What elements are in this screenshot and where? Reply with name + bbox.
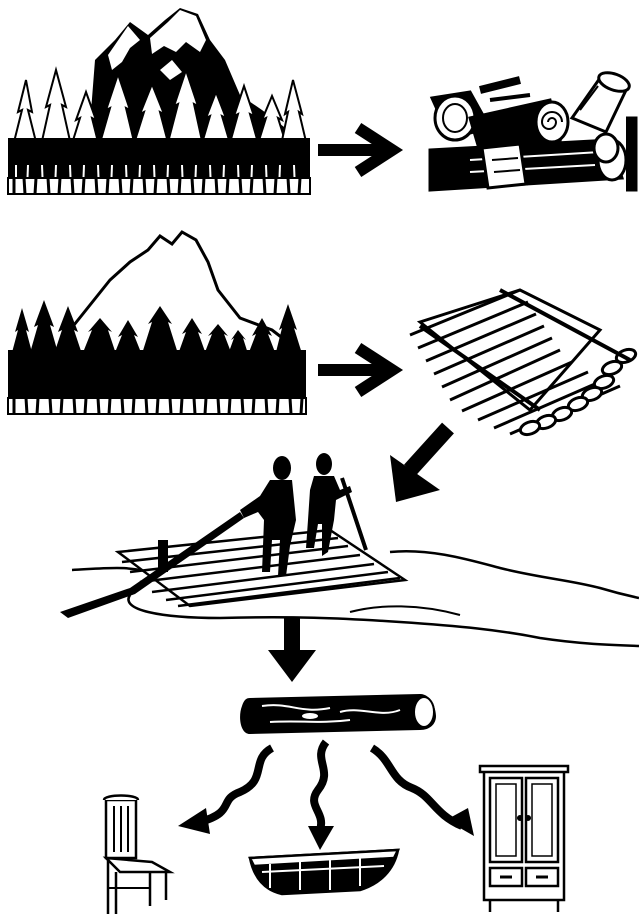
- arrow-down-left-icon: [390, 428, 448, 502]
- log-icon: [240, 694, 436, 734]
- arrow-down-icon: [268, 618, 316, 682]
- boat-icon: [250, 850, 398, 894]
- raftsmen-icon: [60, 453, 639, 646]
- cabinet-icon: [480, 766, 568, 912]
- log-pile-icon: [430, 69, 636, 190]
- forest-with-mountain: [8, 8, 310, 194]
- forest-second: [8, 232, 306, 414]
- arrow-right-icon: [318, 348, 392, 392]
- arrow-right-icon: [318, 128, 392, 172]
- chair-icon: [104, 796, 170, 915]
- wavy-arrow-icon: [200, 742, 462, 830]
- raft-icon: [410, 290, 637, 437]
